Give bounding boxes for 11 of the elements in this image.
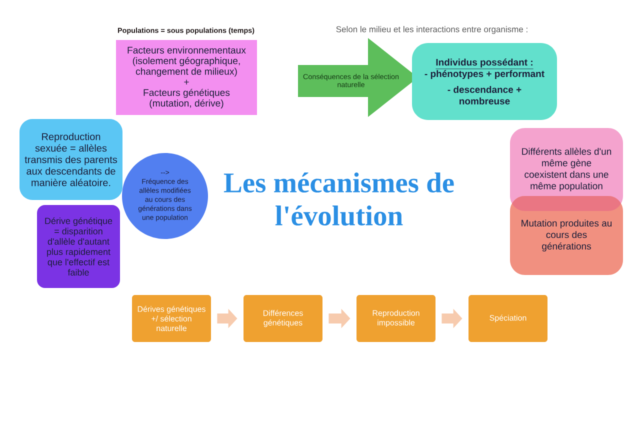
process-box: Reproduction impossible [356,295,436,342]
rounded-box: Individus possédant : - phénotypes + performant - descendance + nombreuse [412,43,557,120]
process-box: Dérives génétiques +/ sélection naturelle [132,295,211,342]
rounded-box: Mutation produites au cours des générations [510,196,623,275]
rounded-box: Dérive génétique = disparition d'allèle d'autant plus rapidement que l'effectif est faible [37,205,120,288]
title: Les mécanismes de l'évolution [224,172,454,226]
rounded-box: Reproduction sexuée = allèles transmis des parents aux descendants de manière aléatoire. [20,119,122,200]
note-box: Facteurs environnementaux (isolement géographique, changement de milieux) + Facteurs génétiques (mutation, dérive) [116,40,257,115]
process-box: Différences génétiques [244,295,322,342]
note-text: Selon le milieu et les interactions entre organisme : [336,26,528,34]
process-box: Spéciation [468,295,548,342]
